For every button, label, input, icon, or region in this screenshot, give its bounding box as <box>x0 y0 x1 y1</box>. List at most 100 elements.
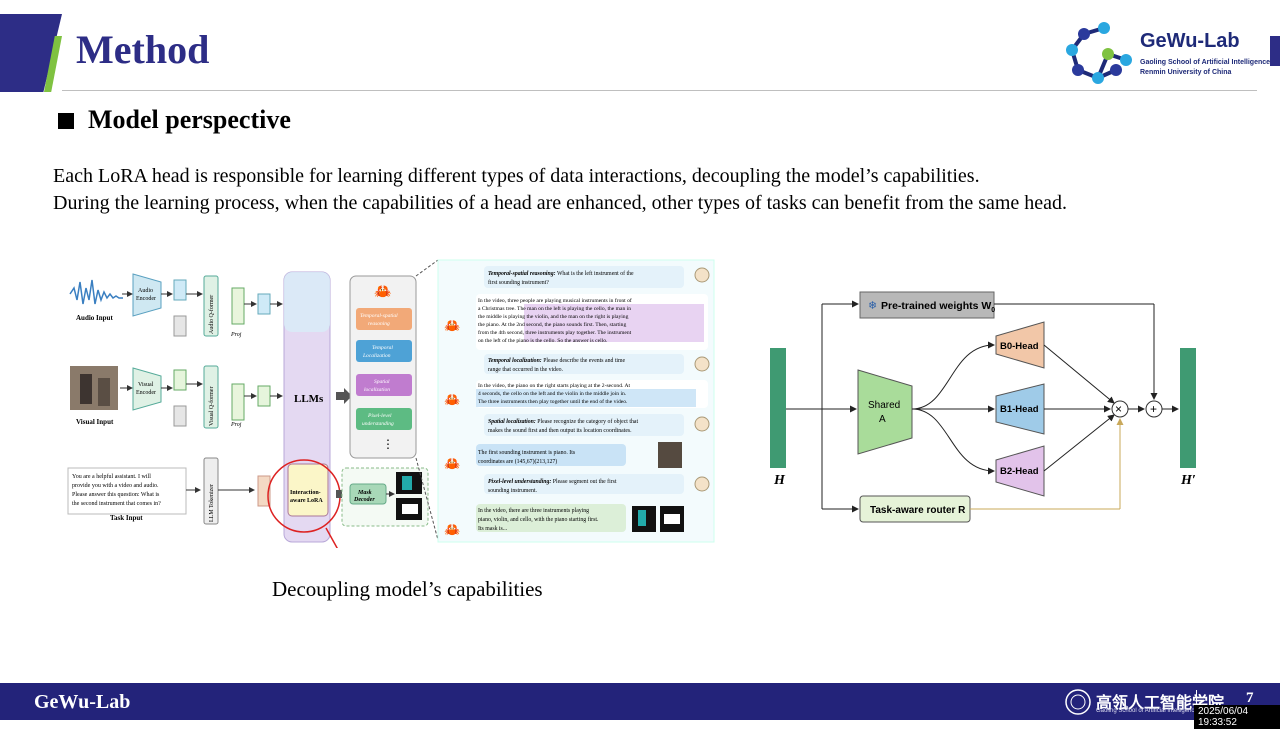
h-input-label: H <box>773 473 786 488</box>
svg-text:Spatial localization: Please r: Spatial localization: Please recognize t… <box>488 418 638 425</box>
audio-encoder-label-1: Audio <box>138 288 153 294</box>
svg-text:+: + <box>1150 402 1157 416</box>
svg-text:🦀: 🦀 <box>374 285 392 300</box>
paragraph-line-2: During the learning process, when the ca… <box>53 192 1068 214</box>
gewu-lab-logo-icon <box>1066 22 1132 84</box>
visual-proj-label: Proj <box>230 422 242 428</box>
h-output-label: H′ <box>1180 473 1196 488</box>
lora-label-2: aware LoRA <box>290 498 323 504</box>
svg-text:on the left of the piano is th: on the left of the piano is the cello. S… <box>478 337 608 344</box>
task-text-3: Please answer this question: What is <box>72 492 160 498</box>
task-pixel-level <box>356 408 412 430</box>
svg-text:Pixel-level understanding: Ple: Pixel-level understanding: Please segmen… <box>488 478 617 485</box>
llms-label: LLMs <box>294 393 324 405</box>
svg-text:range that occurred in the vid: range that occurred in the video. <box>488 367 564 373</box>
visual-encoder <box>132 367 162 411</box>
svg-text:In the video, three people are: In the video, three people are playing m… <box>478 297 632 304</box>
task-input-label: Task Input <box>110 514 143 522</box>
task-temporal-spatial <box>356 308 412 330</box>
svg-text:❄: ❄ <box>868 300 877 312</box>
architecture-figure: Audio Input Audio Encoder Audio Q-former… <box>67 259 715 548</box>
svg-text:In the video, there are three: In the video, there are three instrument… <box>478 508 589 514</box>
svg-text:Temporal-spatial reasoning: Wh: Temporal-spatial reasoning: What is the … <box>488 270 634 277</box>
b0-head <box>995 321 1045 369</box>
svg-text:B1-Head: B1-Head <box>1000 404 1039 415</box>
svg-text:Temporal: Temporal <box>372 345 393 351</box>
svg-text:🦀: 🦀 <box>444 522 460 537</box>
logo-name: GeWu-Lab <box>1140 30 1240 52</box>
logo-edge-bar <box>1270 36 1280 66</box>
svg-text:4 seconds, the cello on the le: 4 seconds, the cello on the left and the… <box>478 390 627 397</box>
paragraph-line-1: Each LoRA head is responsible for learni… <box>53 165 980 187</box>
svg-text:sounding instrument.: sounding instrument. <box>488 488 538 494</box>
visual-input-thumbnail <box>70 366 118 410</box>
svg-text:Localization: Localization <box>362 353 391 359</box>
task-text-2: provide you with a video and audio. <box>72 483 159 489</box>
visual-input-label: Visual Input <box>76 418 114 426</box>
svg-text:Its mask is...: Its mask is... <box>478 526 508 532</box>
audio-encoder-label-2: Encoder <box>136 296 156 302</box>
section-heading: Model perspective <box>88 105 291 134</box>
task-text-1: You are a helpful assistant. I will <box>72 473 151 480</box>
tasks-column <box>349 275 417 459</box>
svg-text:Spatial: Spatial <box>374 379 390 385</box>
footer-school-name: 高瓴人工智能学院 <box>1096 693 1225 712</box>
llm-tokenizer-label: LLM Tokenizer <box>209 484 215 522</box>
section-bullet <box>58 113 74 129</box>
svg-text:first sounding instrument?: first sounding instrument? <box>488 279 549 286</box>
svg-text:The first sounding instrument: The first sounding instrument is piano. … <box>478 449 576 456</box>
svg-text:Shared: Shared <box>868 400 900 411</box>
slide-title: Method <box>76 27 210 72</box>
audio-qformer-label: Audio Q-former <box>208 295 215 334</box>
logo-subtitle-line2: Renmin University of China <box>1140 69 1232 76</box>
svg-text:the piano. At the 2nd second,: the piano. At the 2nd second, the piano … <box>478 321 626 328</box>
timestamp-overlay: 2025/06/04 19:33:52 <box>1194 705 1280 729</box>
svg-text:🦀: 🦀 <box>444 456 460 471</box>
footer-school-subtitle: Gaoling School of Artificial Intelligenc… <box>1096 708 1198 714</box>
svg-text:Task-aware router R: Task-aware router R <box>870 505 966 516</box>
title-divider <box>62 90 1257 91</box>
svg-text:coordinates are (145,67)(213,1: coordinates are (145,67)(213,127) <box>478 458 557 465</box>
shared-a-block <box>857 369 913 455</box>
h-input-bar <box>770 348 786 468</box>
svg-text:a Christmas tree. The man on t: a Christmas tree. The man on the left is… <box>478 305 631 312</box>
page-number: 7 <box>1246 690 1254 706</box>
svg-text:Temporal localization: Please: Temporal localization: Please describe t… <box>488 358 626 364</box>
task-spatial-localization <box>356 374 412 396</box>
logo-subtitle-line1: Gaoling School of Artificial Intelligenc… <box>1140 59 1271 66</box>
svg-text:In the video, the piano on the: In the video, the piano on the right sta… <box>478 383 631 389</box>
footer-lab-name: GeWu-Lab <box>34 691 131 713</box>
lora-heads-diagram: H H′ ❄ Pre-trained weights W0 Shared A B… <box>770 291 1196 523</box>
footer-separator <box>1196 690 1197 712</box>
svg-text:localization: localization <box>364 387 390 393</box>
svg-text:×: × <box>1115 402 1122 416</box>
visual-encoder-label-2: Encoder <box>136 390 156 396</box>
logo-subtitle: Gaoling School of Artificial Intelligenc… <box>1140 58 1270 78</box>
interaction-aware-lora-block <box>287 463 329 517</box>
task-text-4: the second instrument that comes in? <box>72 501 161 507</box>
visual-qformer-label: Visual Q-former <box>208 387 215 426</box>
b1-head <box>995 383 1045 435</box>
audio-proj-label: Proj <box>230 332 242 338</box>
svg-text:Mask: Mask <box>357 490 372 496</box>
svg-text:The three instruments then pla: The three instruments then play together… <box>478 398 628 405</box>
h-output-bar <box>1180 348 1196 468</box>
b2-head <box>995 445 1045 497</box>
svg-text:⋮: ⋮ <box>382 437 394 451</box>
school-seal-icon <box>1065 689 1091 715</box>
svg-text:understanding: understanding <box>362 421 394 427</box>
task-temporal-localization <box>356 340 412 362</box>
svg-text:🦀: 🦀 <box>444 392 460 407</box>
svg-text:Pixel-level: Pixel-level <box>367 413 392 419</box>
svg-text:from the 4th second, three ins: from the 4th second, three instruments p… <box>478 329 632 336</box>
visual-encoder-label-1: Visual <box>138 382 154 388</box>
svg-text:piano, violin, and cello, with: piano, violin, and cello, with the piano… <box>478 516 599 523</box>
svg-text:reasoning: reasoning <box>368 321 390 327</box>
audio-encoder <box>132 273 162 317</box>
svg-text:the middle is playing the viol: the middle is playing the violin, and th… <box>478 314 629 320</box>
pretrained-weights-box <box>859 291 995 319</box>
svg-text:Temporal-spatial: Temporal-spatial <box>360 313 398 319</box>
svg-text:🦀: 🦀 <box>444 318 460 333</box>
svg-text:Decoder: Decoder <box>353 497 375 503</box>
svg-text:A: A <box>879 414 886 425</box>
